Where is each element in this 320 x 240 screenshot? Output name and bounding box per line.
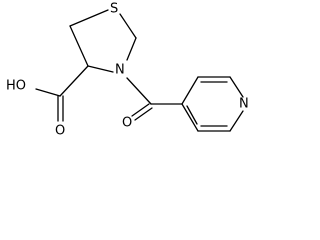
acid-oxygen-label: O bbox=[55, 124, 65, 139]
molecule-structure: S N HO O O N bbox=[6, 2, 249, 139]
pyridine-nitrogen-label: N bbox=[239, 97, 249, 112]
bond-n3-c4 bbox=[87, 65, 114, 73]
bond-camide-o-double-a bbox=[131, 103, 150, 117]
bond-ccooh-oh bbox=[35, 88, 61, 97]
bond-c4-c5 bbox=[69, 25, 89, 67]
carbonyl-oxygen-label: O bbox=[122, 116, 132, 131]
bond-py-n1-c6 bbox=[229, 110, 244, 132]
bond-camide-o-double-b bbox=[134, 107, 153, 121]
thiazolidine-ring bbox=[69, 9, 137, 73]
bond-c4-ccooh bbox=[59, 65, 89, 97]
sulfur-atom-label: S bbox=[110, 2, 118, 17]
hydroxyl-label: HO bbox=[6, 79, 26, 94]
bond-s1-c2 bbox=[119, 13, 137, 39]
nitrogen-atom-label: N bbox=[115, 63, 125, 78]
bond-py-double-c5-c4 bbox=[186, 105, 198, 125]
pyridine-ring bbox=[181, 76, 244, 132]
bond-n3-camide bbox=[126, 77, 152, 105]
bond-py-c2-n1 bbox=[229, 76, 244, 98]
bond-py-c5-c4 bbox=[181, 103, 199, 132]
bond-c2-n3 bbox=[126, 37, 137, 61]
bond-c5-s1 bbox=[69, 9, 109, 27]
carboxylic-acid-group bbox=[35, 65, 89, 122]
amide-carbonyl-group bbox=[126, 77, 183, 121]
bond-py-c4-c3 bbox=[181, 76, 199, 105]
